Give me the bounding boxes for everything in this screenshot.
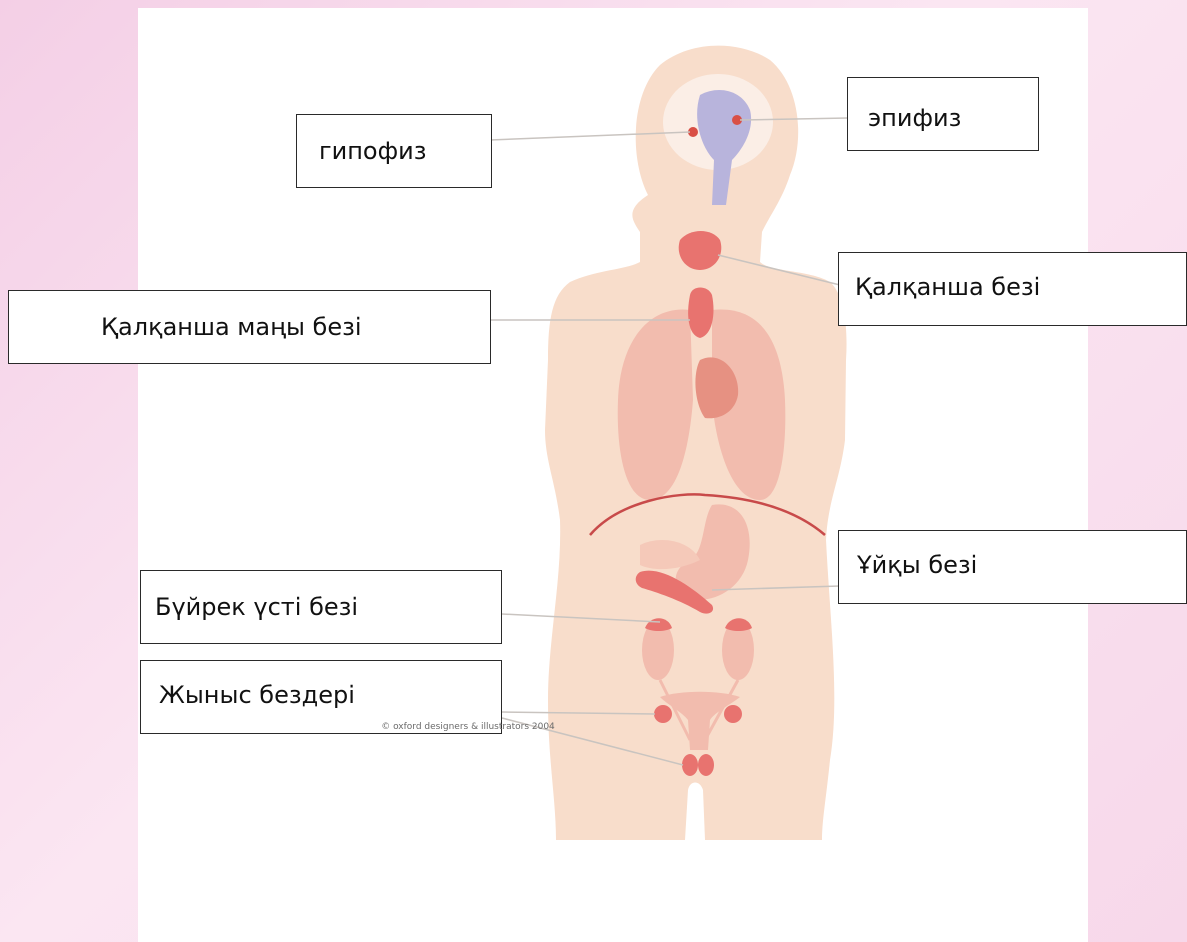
right-testis bbox=[698, 754, 714, 776]
label-pancreas-text: Ұйқы безі bbox=[857, 551, 977, 579]
label-adrenal: Бүйрек үсті безі bbox=[140, 570, 502, 644]
copyright-credit: © oxford designers & illustrators 2004 bbox=[338, 722, 598, 732]
label-thyroid-text: Қалқанша безі bbox=[855, 273, 1040, 301]
label-gonads-text: Жыныс бездері bbox=[159, 681, 355, 709]
left-testis bbox=[682, 754, 698, 776]
label-hypophysis: гипофиз bbox=[296, 114, 492, 188]
label-adrenal-text: Бүйрек үсті безі bbox=[155, 593, 358, 621]
right-ovary bbox=[724, 705, 742, 723]
label-parathyroid: Қалқанша маңы безі bbox=[8, 290, 491, 364]
label-epiphysis: эпифиз bbox=[847, 77, 1039, 151]
label-parathyroid-text: Қалқанша маңы безі bbox=[101, 313, 362, 341]
label-hypophysis-text: гипофиз bbox=[319, 137, 426, 165]
label-epiphysis-text: эпифиз bbox=[868, 104, 961, 132]
left-ovary bbox=[654, 705, 672, 723]
label-thyroid: Қалқанша безі bbox=[838, 252, 1187, 326]
label-pancreas: Ұйқы безі bbox=[838, 530, 1187, 604]
